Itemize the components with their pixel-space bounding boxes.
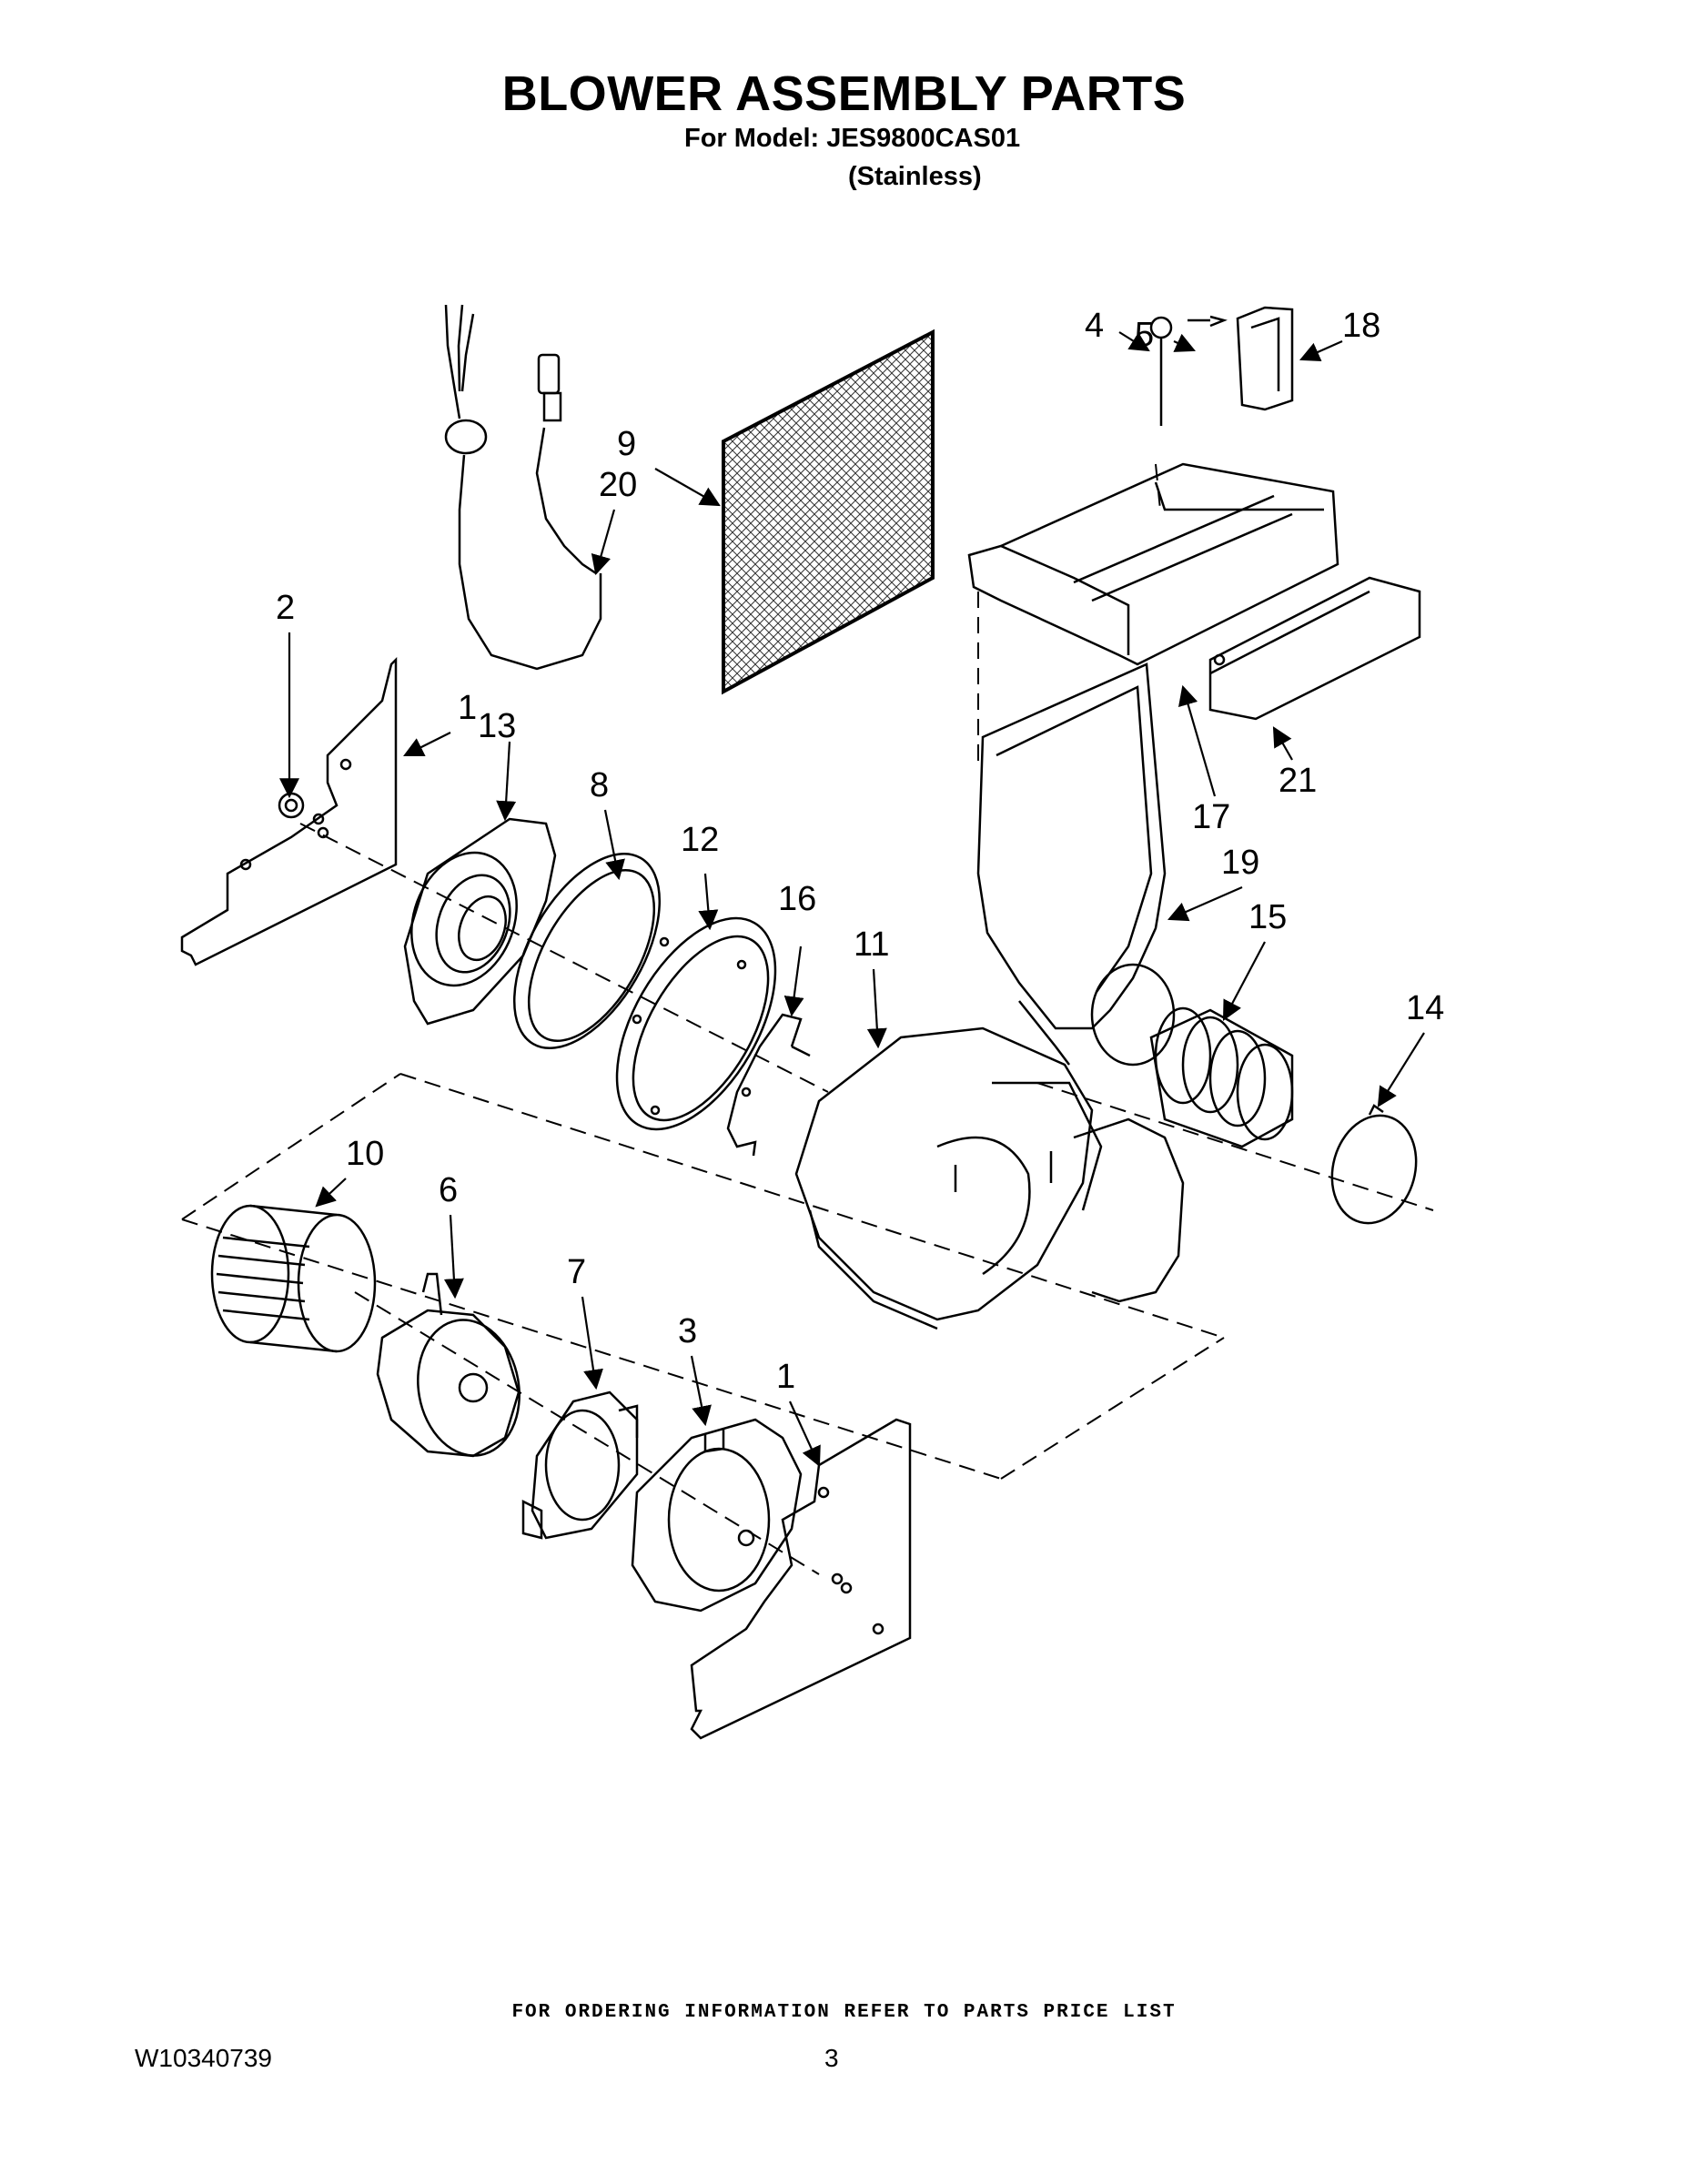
callout-10: 10 [346, 1135, 384, 1173]
gasket-part [512, 852, 662, 1050]
motor-part [376, 1272, 521, 1458]
inlet-ring-part [403, 817, 557, 1026]
callout-21: 21 [1279, 762, 1317, 800]
flat-bracket-part [1208, 576, 1421, 721]
callout-2: 2 [276, 589, 295, 627]
callout-7: 7 [567, 1253, 586, 1291]
filter-mesh-part [722, 329, 935, 695]
upper-side-panel-part [180, 656, 398, 966]
callout-17: 17 [1192, 798, 1230, 836]
callout-8: 8 [590, 766, 609, 804]
callout-19: 19 [1221, 844, 1259, 882]
fastener-parts [1149, 306, 1294, 426]
flex-duct-part [1149, 1006, 1294, 1148]
callout-13: 13 [478, 707, 516, 745]
callout-12: 12 [681, 821, 719, 859]
callout-16: 16 [778, 880, 816, 918]
lower-side-panel-part [690, 1418, 912, 1740]
blower-wheel-part [210, 1204, 377, 1353]
callout-5: 5 [1135, 316, 1154, 354]
callout-3: 3 [678, 1312, 697, 1350]
callout-15: 15 [1248, 898, 1287, 936]
document-number: W10340739 [135, 2044, 273, 2072]
duct-assembly-part [967, 462, 1339, 1067]
ordering-note: FOR ORDERING INFORMATION REFER TO PARTS … [511, 2002, 1177, 2023]
power-cord-part [444, 304, 602, 671]
callout-4: 4 [1085, 307, 1104, 345]
callout-leaders [279, 331, 1425, 1468]
callout-9: 9 [617, 425, 636, 463]
callout-6: 6 [439, 1171, 458, 1209]
retaining-clip-part [726, 1013, 811, 1157]
rear-plate-part [631, 1418, 803, 1613]
callout-1-upper: 1 [458, 689, 477, 727]
callout-1-lower: 1 [776, 1358, 795, 1396]
finish-variant: (Stainless) [848, 162, 982, 191]
page-title: BLOWER ASSEMBLY PARTS [501, 66, 1187, 121]
callout-20: 20 [599, 466, 637, 504]
callout-11: 11 [854, 925, 889, 964]
blower-housing-part [794, 1026, 1185, 1330]
motor-bracket-part [521, 1390, 639, 1540]
hose-clamp-part [1330, 1104, 1418, 1225]
alignment-lines [181, 463, 1434, 1575]
callout-14: 14 [1406, 989, 1444, 1027]
model-subtitle: For Model: JES9800CAS01 [684, 124, 1021, 153]
page-number: 3 [824, 2044, 839, 2072]
mounting-ring-part [615, 916, 777, 1131]
callout-18: 18 [1342, 307, 1380, 345]
